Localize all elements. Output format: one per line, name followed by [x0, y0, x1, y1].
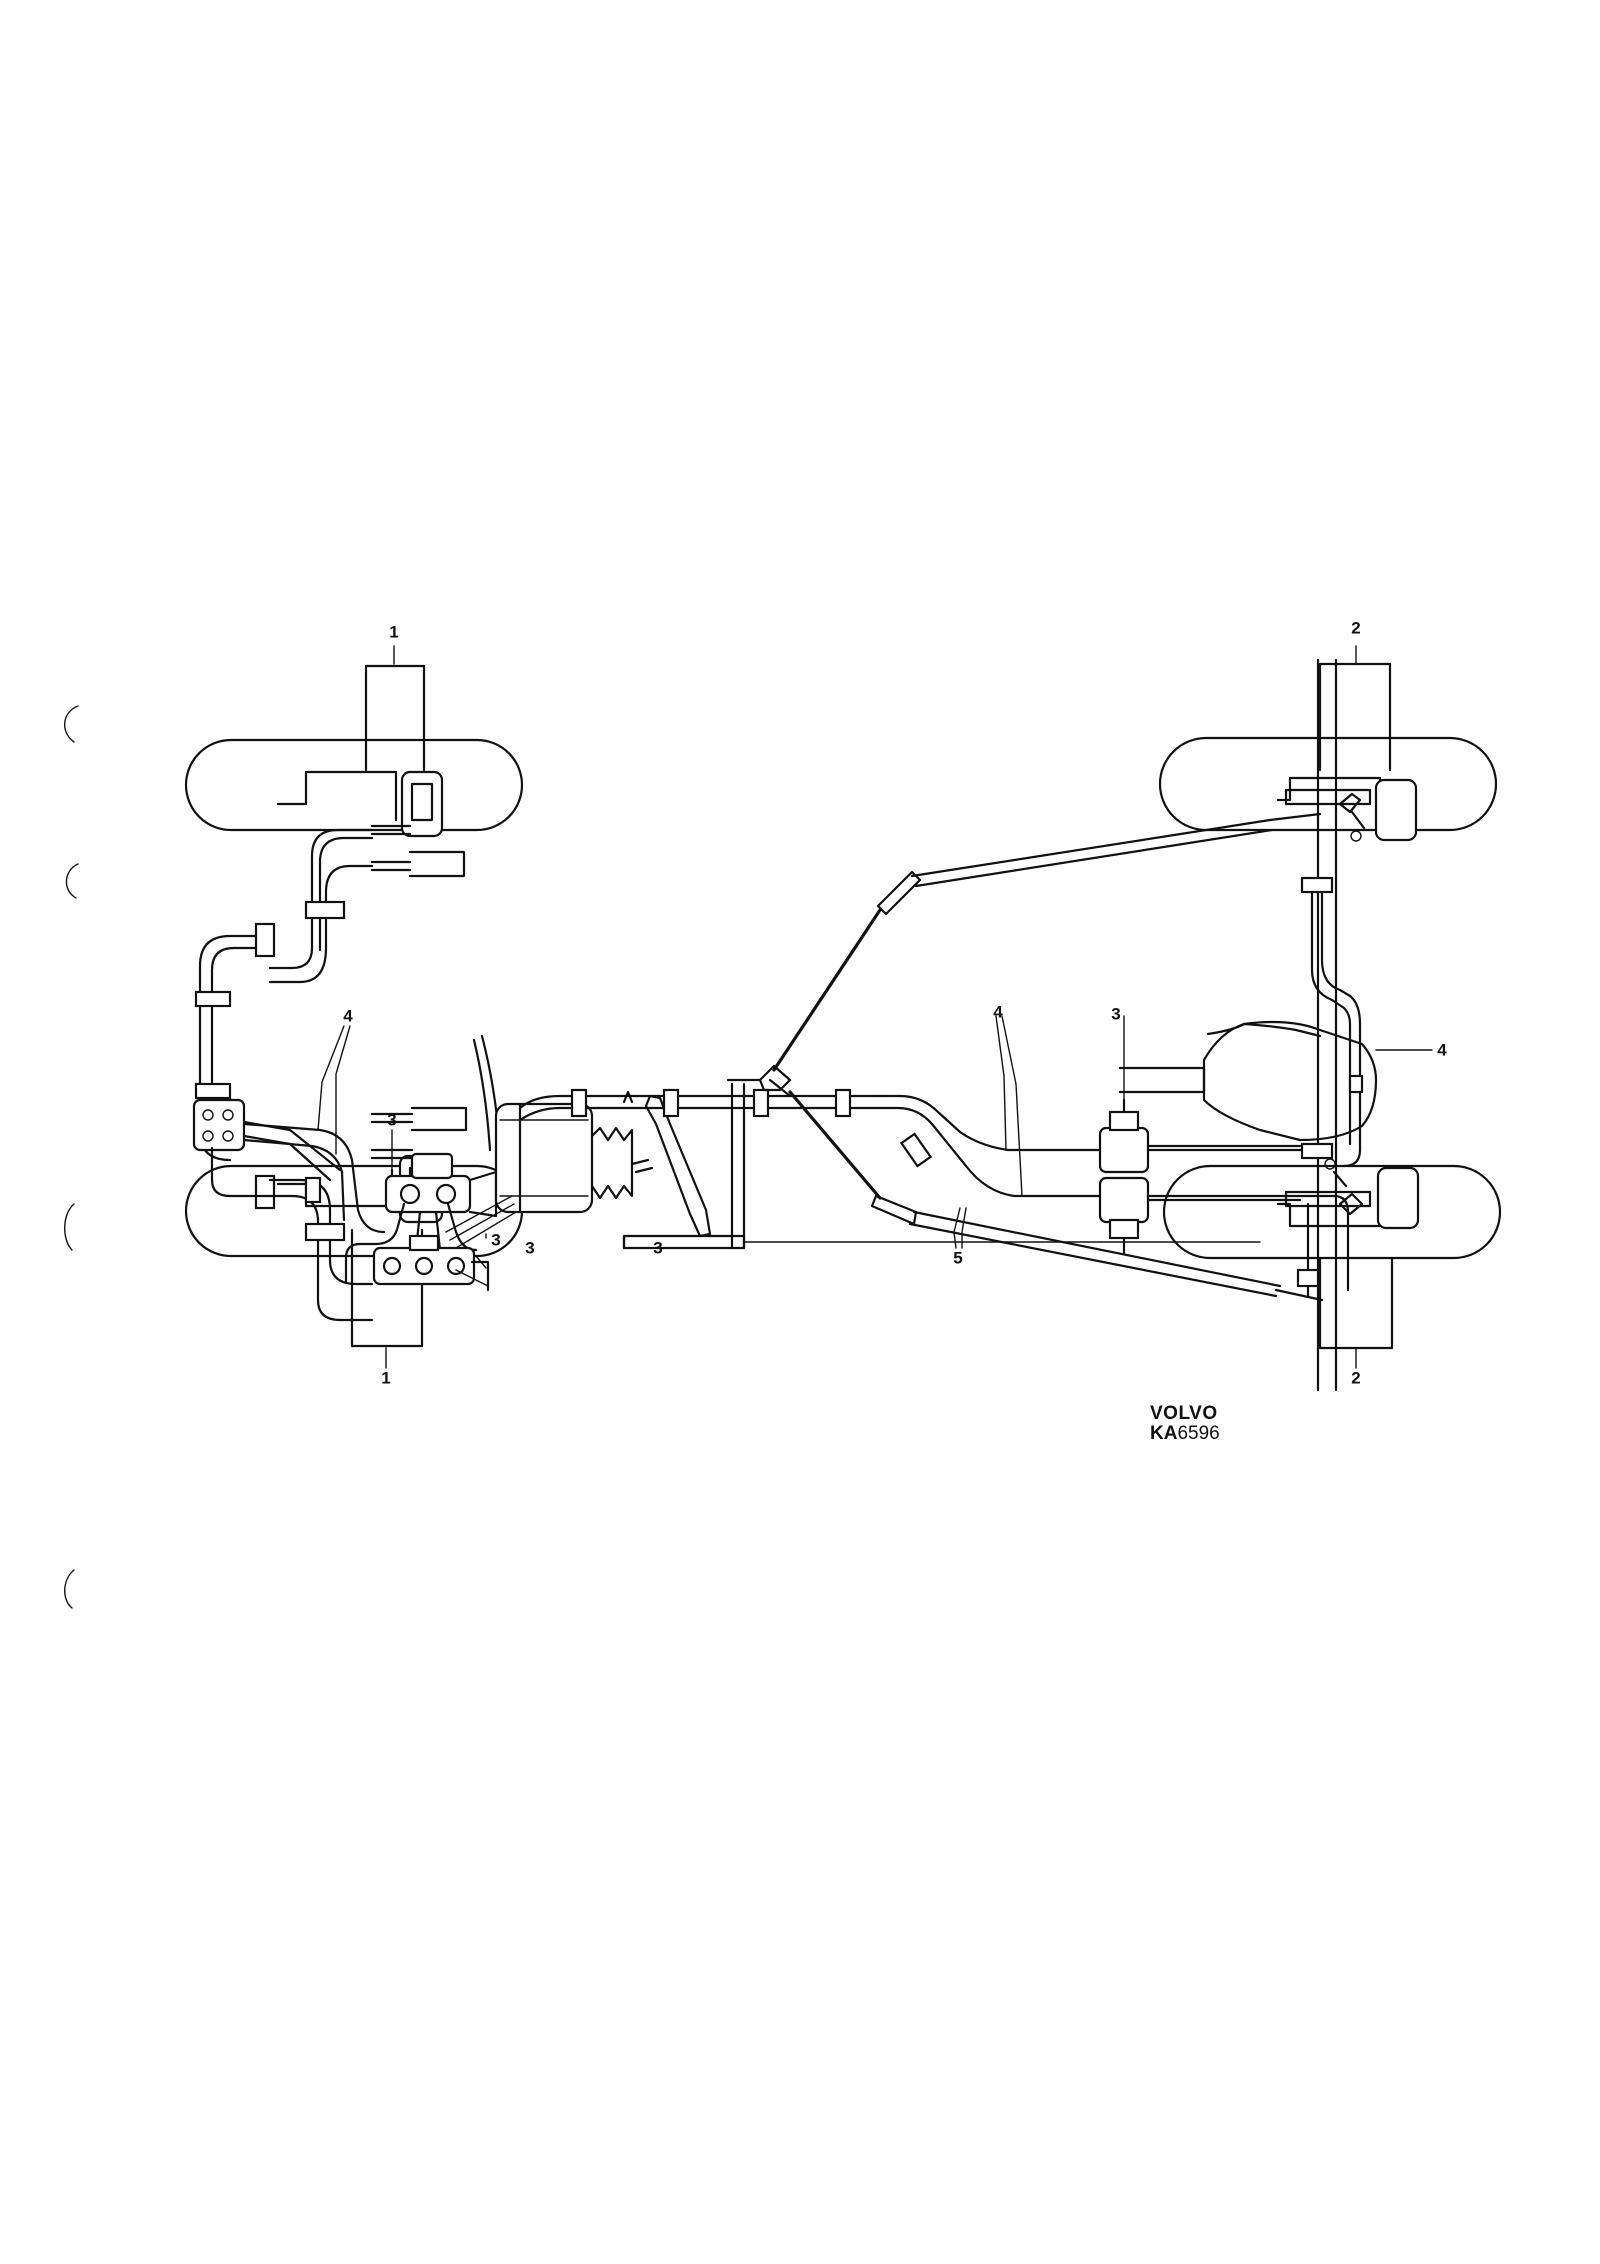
callout-rear-axle-top: 2	[1351, 618, 1361, 638]
front-left-wheel-assembly	[184, 664, 524, 878]
callout-pedal: 3	[653, 1238, 663, 1258]
parking-brake-assembly	[622, 812, 1324, 1302]
callout-rear-lines: 4	[1437, 1040, 1447, 1060]
callout-master-cylinder: 3	[387, 1110, 397, 1130]
callout-front-axle-top: 1	[389, 622, 399, 642]
callout-pressure-valve: 3	[491, 1230, 501, 1250]
callout-leaders	[317, 645, 1433, 1369]
main-brake-pipe-run	[518, 1088, 1102, 1198]
binder-hole-marks	[64, 705, 79, 1609]
figure-code: KA6596	[1150, 1424, 1220, 1443]
rear-left-wheel-assembly	[1158, 662, 1498, 842]
rear-brake-system	[1098, 658, 1378, 1392]
front-brake-pipes	[192, 828, 374, 1322]
callout-parking-cables: 5	[953, 1248, 963, 1268]
callout-front-axle-bottom: 1	[381, 1368, 391, 1388]
rear-right-wheel-assembly	[1162, 1158, 1502, 1350]
figure-code-prefix: KA	[1150, 1423, 1178, 1444]
callout-front-lines: 4	[343, 1006, 353, 1026]
brand-name: VOLVO	[1150, 1403, 1218, 1424]
callout-proportioning-valve: 3	[1111, 1004, 1121, 1024]
callout-rear-axle-bottom: 2	[1351, 1368, 1361, 1388]
callout-servo: 3	[525, 1238, 535, 1258]
callout-main-lines: 4	[993, 1002, 1003, 1022]
figure-code-number: 6596	[1177, 1423, 1220, 1444]
volvo-reference-code: VOLVO KA6596	[1150, 1404, 1220, 1443]
master-cylinder-and-servo	[242, 1034, 712, 1292]
